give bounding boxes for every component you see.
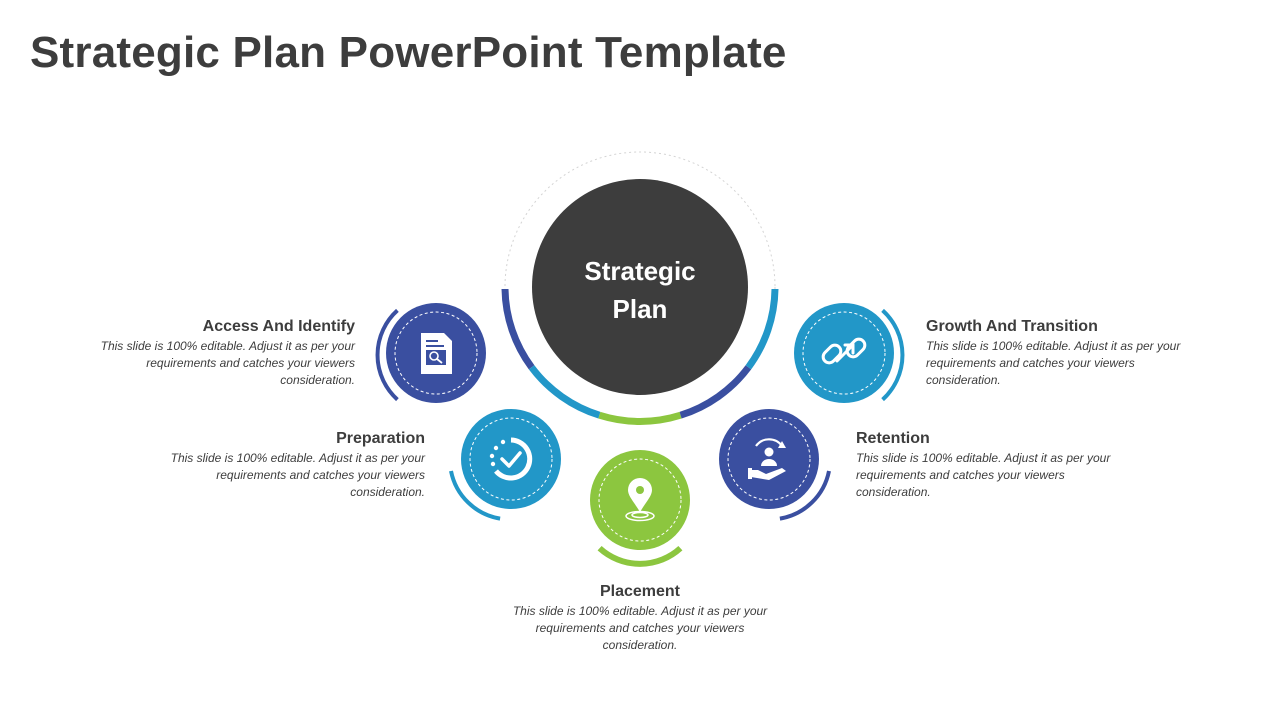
label-placement: Placement This slide is 100% editable. A…	[500, 583, 780, 654]
label-preparation: Preparation This slide is 100% editable.…	[150, 430, 425, 501]
label-heading: Placement	[599, 583, 681, 600]
label-description: This slide is 100% editable. Adjust it a…	[100, 339, 355, 387]
label-description: This slide is 100% editable. Adjust it a…	[856, 451, 1111, 499]
node-retention	[719, 409, 831, 521]
label-heading: Preparation	[336, 430, 425, 447]
node-placement	[590, 450, 690, 567]
label-retention: Retention This slide is 100% editable. A…	[856, 430, 1131, 501]
node-preparation	[449, 409, 561, 521]
document-search-icon	[421, 333, 452, 374]
label-description: This slide is 100% editable. Adjust it a…	[926, 339, 1181, 387]
label-description: This slide is 100% editable. Adjust it a…	[512, 604, 768, 652]
hand-user-cycle-icon	[748, 438, 786, 480]
node-growth-transition	[794, 303, 905, 403]
center-label: Strategic Plan	[560, 252, 720, 328]
center-circle	[532, 179, 748, 395]
center-label-line2: Plan	[612, 294, 668, 324]
label-heading: Access And Identify	[202, 318, 355, 335]
center-label-line1: Strategic	[584, 256, 696, 286]
progress-check-icon	[489, 437, 533, 481]
label-heading: Retention	[856, 430, 930, 447]
arc-segment-blue-left	[528, 365, 601, 419]
label-description: This slide is 100% editable. Adjust it a…	[170, 451, 425, 499]
center-segment-arc	[501, 288, 779, 425]
page-title: Strategic Plan PowerPoint Template	[30, 28, 787, 77]
label-access-identify: Access And Identify This slide is 100% e…	[80, 318, 355, 389]
label-heading: Growth And Transition	[926, 318, 1098, 335]
arc-segment-blue-right	[745, 288, 779, 370]
label-growth-transition: Growth And Transition This slide is 100%…	[926, 318, 1201, 389]
location-pin-icon	[625, 478, 655, 522]
arc-segment-navy-right	[679, 365, 752, 419]
node-access-identify	[375, 303, 486, 403]
link-arrow-icon	[821, 337, 867, 365]
arc-segment-navy-left	[501, 288, 535, 370]
arc-segment-green	[598, 411, 682, 425]
